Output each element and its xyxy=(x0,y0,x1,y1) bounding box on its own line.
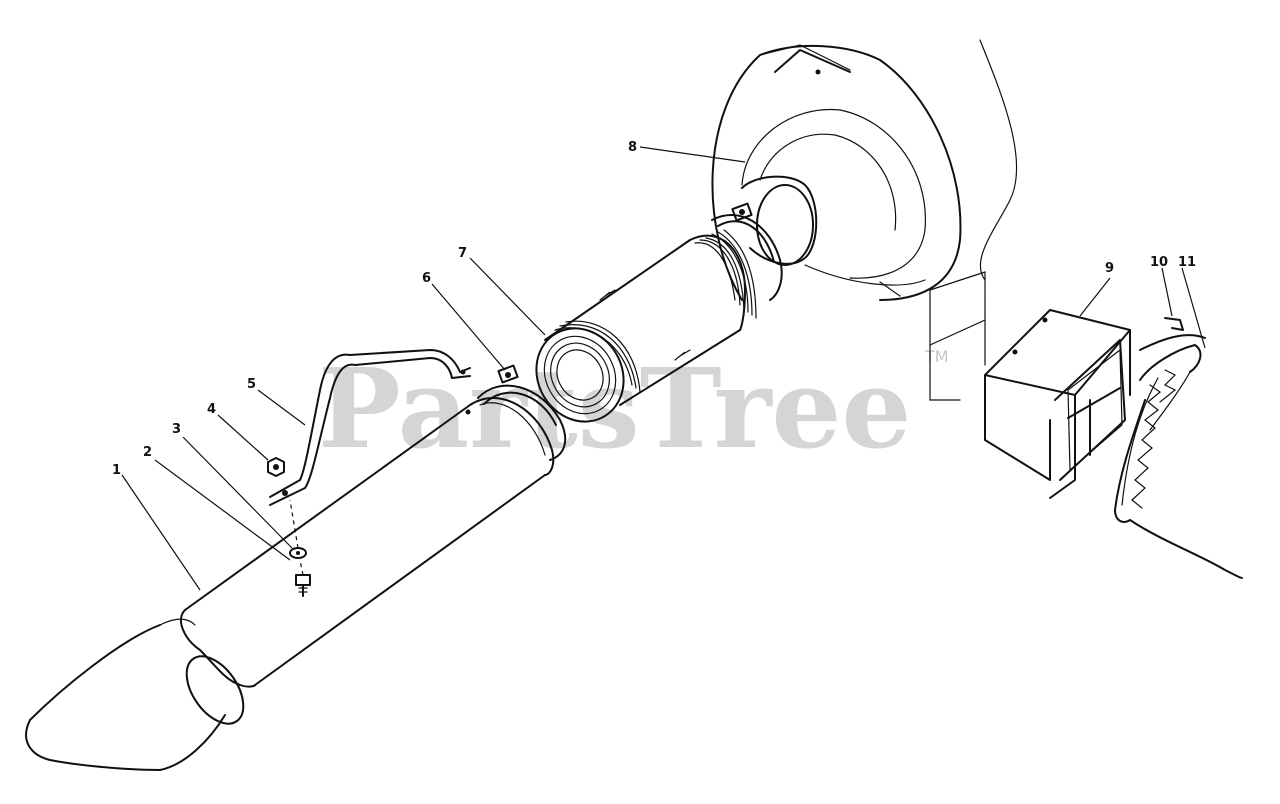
seal-strip-part-10 xyxy=(1139,317,1206,351)
flexible-hose-part-7 xyxy=(535,229,757,423)
leader-7 xyxy=(469,257,546,336)
callout-8: 8 xyxy=(628,140,637,155)
deck-flange-part-11 xyxy=(1114,344,1243,579)
hose-clamp-upper xyxy=(711,202,783,301)
callout-2: 2 xyxy=(143,445,152,460)
leader-6 xyxy=(431,283,506,371)
leader-4 xyxy=(217,414,269,461)
callout-labels: 1 2 3 4 5 6 7 8 9 10 11 xyxy=(112,140,1196,478)
callout-10: 10 xyxy=(1150,255,1168,270)
callout-3: 3 xyxy=(172,422,181,437)
leader-8 xyxy=(639,146,746,163)
bolt-part-2 xyxy=(289,499,311,597)
callout-5: 5 xyxy=(247,377,256,392)
leader-9 xyxy=(1079,277,1111,317)
leader-2 xyxy=(154,459,291,561)
callout-9: 9 xyxy=(1105,261,1114,276)
bracket-part-5 xyxy=(269,349,471,506)
callout-6: 6 xyxy=(422,271,431,286)
nut-part-4 xyxy=(267,457,285,477)
chute-adapter-part-9 xyxy=(984,309,1131,499)
blower-housing-part-8 xyxy=(711,39,1018,401)
leader-3 xyxy=(182,436,293,549)
callout-11: 11 xyxy=(1178,255,1196,270)
callout-1: 1 xyxy=(112,463,121,478)
leader-5 xyxy=(257,389,306,426)
leader-1 xyxy=(121,474,201,591)
leader-11 xyxy=(1181,267,1206,349)
washer-part-3 xyxy=(289,547,307,559)
callout-7: 7 xyxy=(458,246,467,261)
leader-10 xyxy=(1161,267,1173,317)
callout-4: 4 xyxy=(207,402,216,417)
leader-lines xyxy=(121,146,1206,591)
discharge-tube-part-1 xyxy=(25,396,555,771)
watermark-trademark: TM xyxy=(924,347,949,366)
